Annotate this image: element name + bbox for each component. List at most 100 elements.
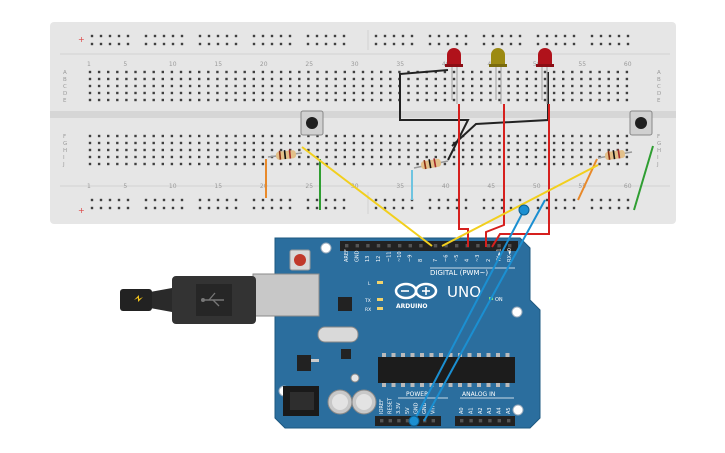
breadboard-hole[interactable]	[289, 84, 292, 88]
analog-pin[interactable]	[497, 419, 501, 423]
breadboard-hole[interactable]	[198, 70, 201, 74]
rail-hole[interactable]	[270, 34, 274, 38]
breadboard-hole[interactable]	[207, 134, 210, 138]
breadboard-hole[interactable]	[370, 91, 374, 95]
breadboard-hole[interactable]	[507, 70, 510, 74]
power-pin[interactable]	[405, 419, 410, 423]
breadboard-hole[interactable]	[516, 141, 519, 145]
breadboard-hole[interactable]	[370, 141, 374, 145]
breadboard-hole[interactable]	[480, 77, 483, 81]
breadboard-hole[interactable]	[625, 148, 629, 152]
rail-hole[interactable]	[225, 34, 229, 38]
rail-hole[interactable]	[509, 34, 513, 38]
pushbutton-1-cap[interactable]	[306, 117, 318, 129]
breadboard-hole[interactable]	[161, 84, 164, 88]
breadboard-hole[interactable]	[480, 98, 483, 102]
rail-hole[interactable]	[401, 34, 405, 38]
breadboard-hole[interactable]	[188, 70, 192, 74]
rail-hole[interactable]	[126, 206, 130, 210]
rail-hole[interactable]	[198, 198, 202, 202]
breadboard-hole[interactable]	[434, 134, 437, 138]
breadboard-hole[interactable]	[116, 70, 119, 74]
breadboard-hole[interactable]	[243, 98, 246, 102]
breadboard-hole[interactable]	[461, 84, 465, 88]
breadboard-hole[interactable]	[507, 141, 510, 145]
breadboard-hole[interactable]	[407, 84, 410, 88]
breadboard-hole[interactable]	[516, 162, 519, 166]
rail-hole[interactable]	[324, 42, 328, 46]
breadboard-hole[interactable]	[480, 70, 483, 74]
breadboard-hole[interactable]	[216, 70, 219, 74]
breadboard-hole[interactable]	[489, 134, 492, 138]
rail-hole[interactable]	[324, 198, 328, 202]
breadboard-hole[interactable]	[489, 162, 492, 166]
breadboard-hole[interactable]	[607, 148, 610, 152]
breadboard-hole[interactable]	[179, 148, 183, 152]
breadboard-hole[interactable]	[307, 98, 310, 102]
digital-pin[interactable]	[476, 244, 480, 248]
rail-hole[interactable]	[410, 34, 414, 38]
breadboard-hole[interactable]	[352, 134, 356, 138]
breadboard-hole[interactable]	[416, 134, 419, 138]
breadboard-hole[interactable]	[234, 162, 237, 166]
rail-hole[interactable]	[545, 42, 549, 46]
rail-hole[interactable]	[261, 34, 265, 38]
breadboard-hole[interactable]	[598, 162, 601, 166]
breadboard-hole[interactable]	[580, 98, 583, 102]
breadboard-hole[interactable]	[134, 141, 137, 145]
rail-hole[interactable]	[491, 34, 495, 38]
breadboard-hole[interactable]	[571, 148, 574, 152]
led-yellow[interactable]	[489, 48, 507, 67]
breadboard-hole[interactable]	[471, 77, 474, 81]
breadboard-hole[interactable]	[343, 98, 346, 102]
breadboard-hole[interactable]	[225, 141, 228, 145]
rail-hole[interactable]	[333, 42, 337, 46]
breadboard-hole[interactable]	[107, 70, 110, 74]
breadboard-hole[interactable]	[207, 98, 210, 102]
breadboard-hole[interactable]	[416, 162, 419, 166]
breadboard-hole[interactable]	[407, 141, 410, 145]
breadboard-hole[interactable]	[407, 134, 410, 138]
rail-hole[interactable]	[437, 34, 441, 38]
rail-hole[interactable]	[536, 206, 540, 210]
breadboard-hole[interactable]	[298, 77, 301, 81]
breadboard-hole[interactable]	[425, 134, 428, 138]
breadboard-hole[interactable]	[216, 98, 219, 102]
breadboard-hole[interactable]	[598, 84, 601, 88]
rail-hole[interactable]	[626, 198, 630, 202]
rail-hole[interactable]	[455, 34, 459, 38]
breadboard-hole[interactable]	[580, 134, 583, 138]
breadboard-hole[interactable]	[452, 77, 456, 81]
breadboard-hole[interactable]	[461, 77, 465, 81]
breadboard-hole[interactable]	[152, 155, 155, 159]
breadboard-hole[interactable]	[471, 134, 474, 138]
breadboard-hole[interactable]	[552, 77, 556, 81]
digital-pin[interactable]	[387, 244, 391, 248]
breadboard-hole[interactable]	[370, 77, 374, 81]
breadboard-hole[interactable]	[498, 162, 501, 166]
breadboard-hole[interactable]	[316, 141, 319, 145]
breadboard-hole[interactable]	[325, 77, 328, 81]
rail-hole[interactable]	[279, 42, 283, 46]
breadboard-hole[interactable]	[316, 91, 319, 95]
rail-hole[interactable]	[315, 206, 319, 210]
breadboard-hole[interactable]	[562, 98, 565, 102]
breadboard-hole[interactable]	[325, 98, 328, 102]
breadboard-hole[interactable]	[234, 155, 237, 159]
breadboard-hole[interactable]	[188, 148, 192, 152]
breadboard-hole[interactable]	[134, 70, 137, 74]
breadboard-hole[interactable]	[416, 148, 419, 152]
breadboard-hole[interactable]	[471, 98, 474, 102]
breadboard-hole[interactable]	[525, 84, 528, 88]
rail-hole[interactable]	[392, 42, 396, 46]
breadboard-hole[interactable]	[352, 148, 356, 152]
rail-hole[interactable]	[216, 34, 220, 38]
breadboard-hole[interactable]	[170, 162, 174, 166]
breadboard-hole[interactable]	[270, 98, 274, 102]
rail-hole[interactable]	[270, 206, 274, 210]
breadboard-hole[interactable]	[179, 155, 183, 159]
breadboard-hole[interactable]	[407, 148, 410, 152]
breadboard-hole[interactable]	[270, 148, 274, 152]
breadboard-hole[interactable]	[143, 134, 146, 138]
breadboard-hole[interactable]	[152, 162, 155, 166]
